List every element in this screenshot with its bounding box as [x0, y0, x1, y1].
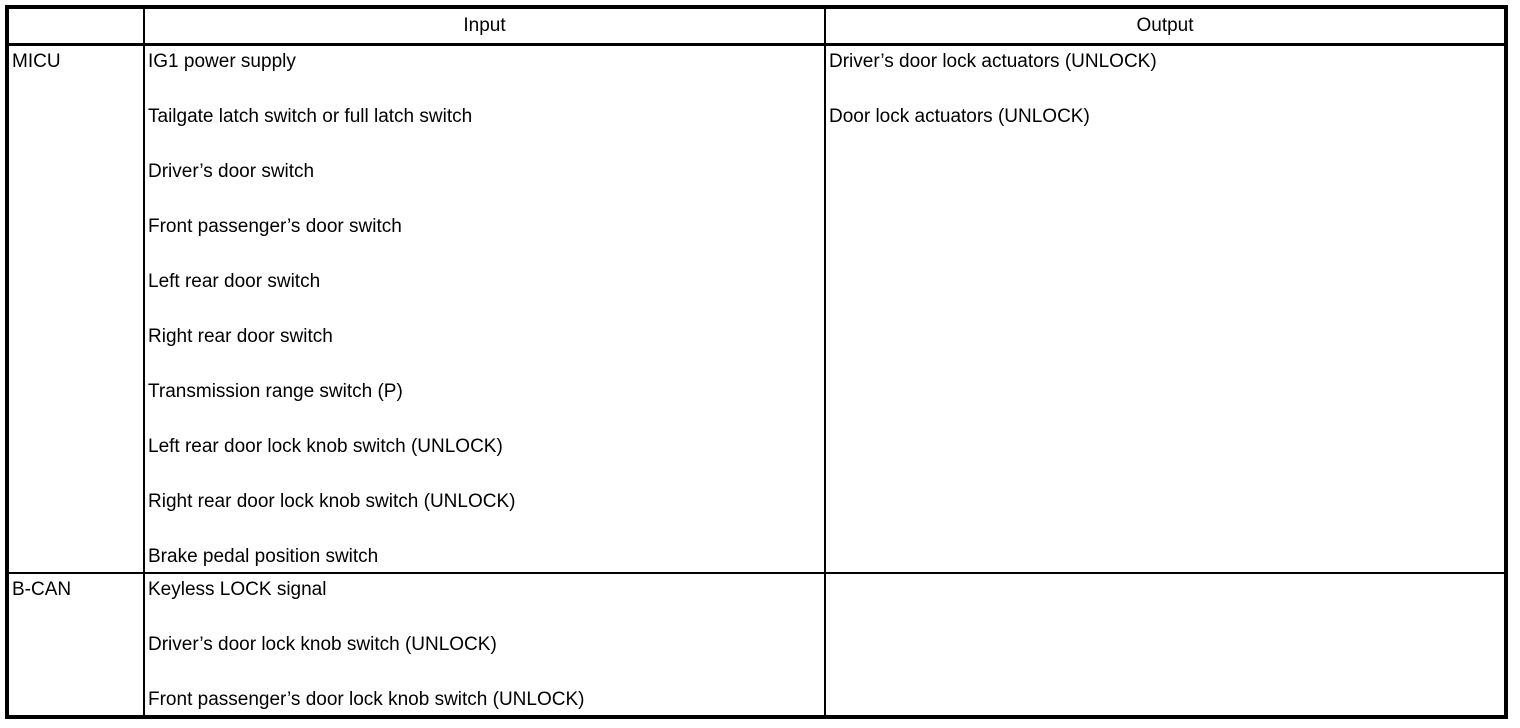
- bcan-input-cell: Keyless LOCK signal Driver’s door lock k…: [143, 571, 826, 718]
- input-item: Left rear door switch: [148, 270, 321, 292]
- table-header-row: Input Output: [6, 6, 1507, 46]
- input-item: Keyless LOCK signal: [148, 578, 327, 600]
- input-item: Front passenger’s door switch: [148, 215, 402, 237]
- input-item: Right rear door switch: [148, 325, 333, 347]
- micu-input-cell: IG1 power supply Tailgate latch switch o…: [143, 43, 826, 574]
- input-item: Left rear door lock knob switch (UNLOCK): [148, 435, 503, 457]
- bcan-output-cell: [824, 571, 1507, 718]
- input-item: Front passenger’s door lock knob switch …: [148, 688, 585, 710]
- input-item: Brake pedal position switch: [148, 545, 379, 567]
- input-item: Driver’s door switch: [148, 160, 315, 182]
- input-item: Driver’s door lock knob switch (UNLOCK): [148, 633, 497, 655]
- input-item: Tailgate latch switch or full latch swit…: [148, 105, 473, 127]
- input-item: Right rear door lock knob switch (UNLOCK…: [148, 490, 516, 512]
- table-row-micu: MICU IG1 power supply Tailgate latch swi…: [6, 43, 1507, 574]
- output-column-header: Output: [824, 6, 1507, 46]
- input-output-table: Input Output MICU IG1 power supply Tailg…: [5, 5, 1508, 719]
- unit-label-bcan: B-CAN: [6, 571, 145, 718]
- input-item: Transmission range switch (P): [148, 380, 403, 402]
- unit-label-micu: MICU: [6, 43, 145, 574]
- unit-column-header: [6, 6, 145, 46]
- input-column-header: Input: [143, 6, 826, 46]
- table-row-bcan: B-CAN Keyless LOCK signal Driver’s door …: [6, 571, 1507, 718]
- output-item: Door lock actuators (UNLOCK): [829, 105, 1090, 127]
- micu-output-cell: Driver’s door lock actuators (UNLOCK) Do…: [824, 43, 1507, 574]
- output-item: Driver’s door lock actuators (UNLOCK): [829, 50, 1157, 72]
- input-item: IG1 power supply: [148, 50, 296, 72]
